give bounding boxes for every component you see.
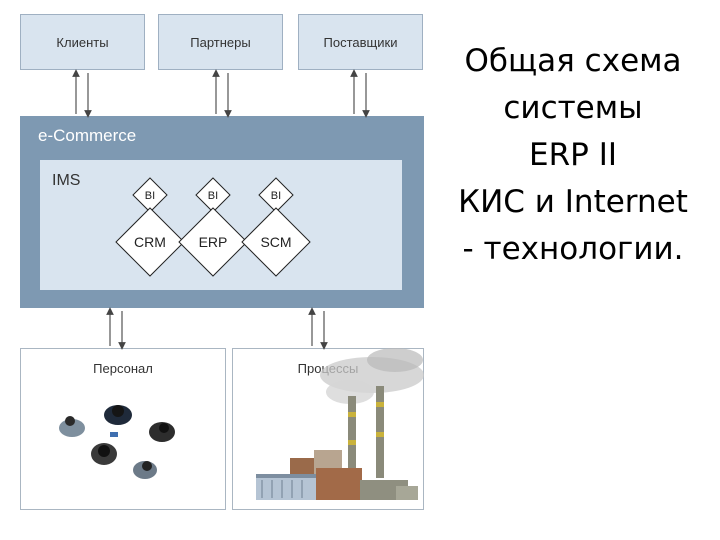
bi-label-1: BI (145, 190, 155, 202)
scm-diamond: SCM (241, 207, 311, 277)
erp-diamond: ERP (178, 207, 248, 277)
slide-title-line-4: КИС и Internet (458, 184, 688, 220)
box-personnel-label: Персонал (93, 361, 153, 376)
people-illustration (59, 405, 175, 479)
box-clients: Клиенты (20, 14, 145, 70)
slide-title-line-1: Общая схема (464, 43, 682, 79)
bi-diamond-2: BI (195, 177, 231, 213)
box-clients-label: Клиенты (56, 34, 109, 50)
box-partners: Партнеры (158, 14, 283, 70)
crm-label: CRM (134, 234, 166, 250)
ecommerce-label: e-Commerce (38, 126, 137, 145)
slide-title-line-2: системы (503, 90, 643, 126)
bi-diamond-3: BI (258, 177, 294, 213)
erp-label: ERP (199, 234, 228, 250)
ims-label: IMS (52, 172, 81, 189)
box-suppliers-label: Поставщики (323, 34, 398, 50)
bi-diamond-1: BI (132, 177, 168, 213)
slide-title-line-5: - технологии. (462, 231, 684, 267)
box-suppliers: Поставщики (298, 14, 423, 70)
connectors-bottom (106, 307, 328, 350)
slide-title: Общая схема системы ERP II КИС и Interne… (440, 38, 706, 273)
crm-diamond: CRM (115, 207, 185, 277)
bi-label-3: BI (271, 190, 281, 202)
connectors-top (72, 69, 370, 118)
scm-label: SCM (260, 234, 291, 250)
bi-label-2: BI (208, 190, 218, 202)
slide-title-line-3: ERP II (529, 137, 617, 173)
box-partners-label: Партнеры (190, 34, 251, 50)
factory-illustration (256, 348, 424, 500)
